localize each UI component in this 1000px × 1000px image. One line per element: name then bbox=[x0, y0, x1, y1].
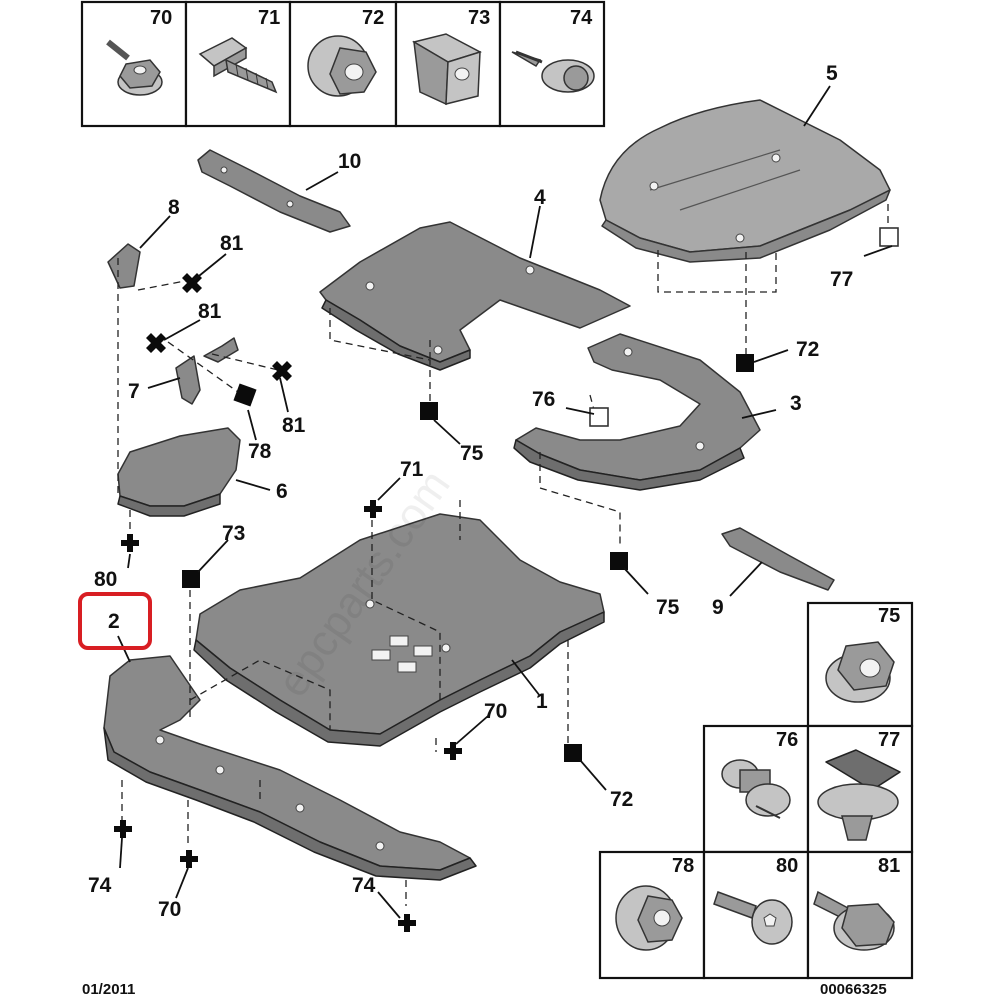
top-parts-row: 70 71 72 73 74 bbox=[80, 0, 606, 128]
assembly-guide-lines bbox=[117, 204, 889, 906]
marker-78 bbox=[233, 383, 257, 407]
callout-7: 7 bbox=[128, 380, 140, 403]
part-9-strip bbox=[721, 527, 835, 591]
part-4-shield bbox=[319, 221, 631, 371]
marker-80 bbox=[121, 534, 139, 552]
callout-76: 76 bbox=[532, 388, 555, 411]
callout-4: 4 bbox=[534, 186, 546, 209]
marker-70 bbox=[180, 850, 198, 868]
part-number-72: 72 bbox=[362, 7, 384, 29]
callout-81c: 81 bbox=[282, 414, 306, 437]
part-cell-71 bbox=[184, 0, 292, 128]
part-cell-81 bbox=[806, 850, 914, 980]
part-number-75: 75 bbox=[878, 605, 900, 627]
marker-81 bbox=[272, 361, 292, 381]
part-number-77: 77 bbox=[878, 729, 900, 751]
callout-74a: 74 bbox=[88, 874, 112, 897]
callout-81a: 81 bbox=[220, 232, 244, 255]
leader-lines bbox=[117, 85, 893, 919]
part-6-shield bbox=[117, 427, 241, 517]
marker-74 bbox=[398, 914, 416, 932]
callout-73: 73 bbox=[222, 522, 245, 545]
marker-72 bbox=[564, 744, 582, 762]
part-1-shield bbox=[193, 513, 605, 747]
marker-70 bbox=[444, 742, 462, 760]
part-5-shield bbox=[599, 99, 891, 263]
callout-80: 80 bbox=[94, 568, 117, 591]
callout-9: 9 bbox=[712, 596, 724, 619]
callout-3: 3 bbox=[790, 392, 802, 415]
part-number-71: 71 bbox=[258, 7, 280, 29]
callout-8: 8 bbox=[168, 196, 180, 219]
marker-74 bbox=[114, 820, 132, 838]
marker-77 bbox=[879, 227, 899, 247]
right-parts-grid: 75 76 77 78 80 81 bbox=[598, 601, 914, 980]
callout-2: 2 bbox=[108, 610, 120, 633]
part-3-shield bbox=[513, 333, 761, 491]
callout-77: 77 bbox=[830, 268, 853, 291]
marker-71 bbox=[364, 500, 382, 518]
marker-81 bbox=[146, 333, 166, 353]
callout-1: 1 bbox=[536, 690, 548, 713]
callout-75a: 75 bbox=[460, 442, 484, 465]
callout-81b: 81 bbox=[198, 300, 222, 323]
callout-75b: 75 bbox=[656, 596, 680, 619]
callout-70b: 70 bbox=[158, 898, 181, 921]
highlight-box-part-2 bbox=[78, 592, 152, 650]
flange-screw-icon bbox=[106, 39, 163, 96]
part-8-bracket bbox=[107, 243, 141, 289]
cage-nut-clip-icon bbox=[412, 33, 482, 106]
flange-nut-icon bbox=[307, 35, 377, 97]
flange-nut-icon bbox=[615, 885, 683, 951]
footer-reference: 00066325 bbox=[820, 981, 887, 998]
callout-72b: 72 bbox=[610, 788, 633, 811]
part-2-undertray bbox=[103, 655, 477, 881]
part-number-74: 74 bbox=[570, 7, 593, 29]
callout-70a: 70 bbox=[484, 700, 507, 723]
part-number-70: 70 bbox=[150, 7, 172, 29]
callout-74b: 74 bbox=[352, 874, 376, 897]
part-number-80: 80 bbox=[776, 855, 798, 877]
part-number-81: 81 bbox=[878, 855, 900, 877]
part-7-bracket bbox=[175, 337, 239, 405]
hex-bolt-icon bbox=[813, 890, 895, 951]
marker-72 bbox=[736, 354, 754, 372]
callout-78: 78 bbox=[248, 440, 272, 463]
tapping-screw-icon bbox=[511, 50, 595, 93]
callout-72a: 72 bbox=[796, 338, 819, 361]
callout-71: 71 bbox=[400, 458, 424, 481]
part-number-78: 78 bbox=[672, 855, 694, 877]
footer-date: 01/2011 bbox=[82, 981, 135, 998]
callout-5: 5 bbox=[826, 62, 838, 85]
plastic-clip-icon bbox=[817, 749, 901, 841]
part-number-73: 73 bbox=[468, 7, 490, 29]
callout-10: 10 bbox=[338, 150, 361, 173]
marker-76 bbox=[589, 407, 609, 427]
callout-6: 6 bbox=[276, 480, 288, 503]
marker-75 bbox=[420, 402, 438, 420]
marker-75 bbox=[610, 552, 628, 570]
fastener-markers bbox=[114, 227, 899, 932]
push-rivet-icon bbox=[721, 759, 791, 819]
callout-labels: 5 10 4 8 81 81 81 7 78 6 3 76 77 72 75 7… bbox=[88, 62, 853, 921]
part-10-bracket bbox=[197, 149, 351, 233]
threaded-stud-icon bbox=[198, 37, 278, 94]
part-number-76: 76 bbox=[776, 729, 798, 751]
marker-73 bbox=[182, 570, 200, 588]
torx-screw-icon bbox=[713, 891, 793, 945]
hex-flange-nut-icon bbox=[825, 641, 895, 703]
